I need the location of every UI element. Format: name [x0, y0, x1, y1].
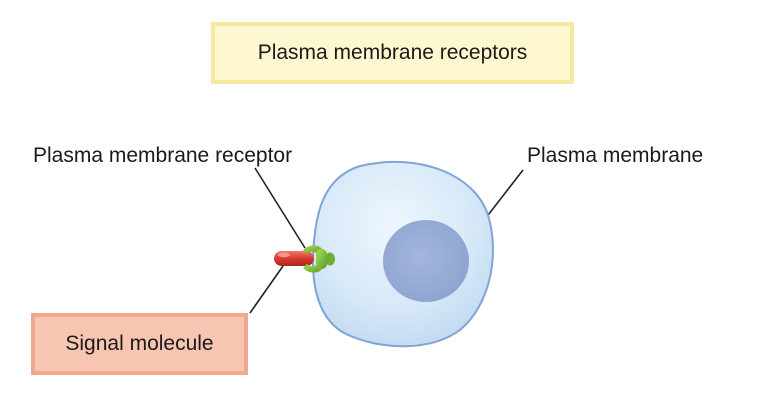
diagram-title: Plasma membrane receptors — [211, 22, 574, 84]
signal-molecule-shape — [274, 251, 314, 266]
membrane-label: Plasma membrane — [527, 144, 704, 167]
receptor-leader-line — [254, 167, 306, 249]
signal-leader-line — [249, 265, 284, 314]
nucleus — [383, 220, 469, 302]
receptor-label: Plasma membrane receptor — [33, 144, 293, 167]
membrane-receptor-shape — [303, 245, 335, 273]
membrane-leader-line — [484, 169, 524, 220]
signal-molecule-label: Signal molecule — [31, 313, 248, 375]
